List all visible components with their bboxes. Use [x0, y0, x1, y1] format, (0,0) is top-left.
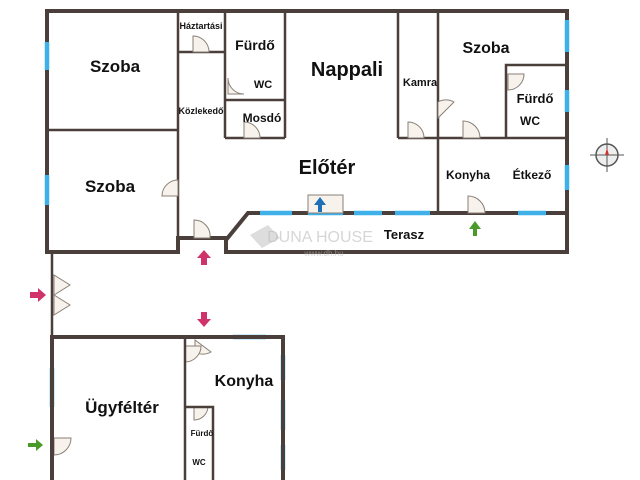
room-label: WC	[254, 79, 272, 91]
walls-lower	[50, 252, 285, 480]
room-label: Konyha	[446, 168, 490, 182]
doors	[53, 35, 525, 456]
room-label: Terasz	[384, 227, 425, 242]
room-label: WC	[520, 114, 540, 128]
entrance-arrow-icon	[314, 197, 326, 212]
room-label: Fürdő	[517, 91, 554, 106]
room-label: Kamra	[403, 77, 438, 89]
entrance-arrow-icon	[30, 288, 46, 302]
room-label: Fürdő	[191, 429, 214, 438]
room-label: Ügyféltér	[85, 398, 159, 417]
room-label: Étkező	[513, 167, 552, 182]
room-label: Szoba	[85, 177, 136, 196]
entrance-arrow-icon	[28, 439, 43, 451]
room-label: Konyha	[215, 373, 274, 390]
entrance-arrows	[28, 197, 481, 451]
room-label: Szoba	[90, 57, 141, 76]
room-label: WC	[192, 458, 206, 467]
walls-upper	[45, 9, 569, 254]
room-label: Közlekedő	[178, 106, 224, 116]
watermark-url: www.dh.hu	[303, 249, 343, 258]
room-label: Nappali	[311, 59, 383, 81]
room-labels: Szoba Szoba Háztartási Közlekedő Fürdő W…	[85, 21, 553, 467]
watermark: DUNA HOUSE www.dh.hu	[250, 225, 373, 258]
room-label: Mosdó	[243, 111, 282, 125]
room-label: Fürdő	[235, 37, 275, 53]
watermark-brand: DUNA HOUSE	[267, 229, 373, 246]
entrance-arrow-icon	[469, 221, 481, 236]
entrance-arrow-icon	[197, 312, 211, 327]
room-label: Szoba	[462, 40, 509, 57]
room-label: Előtér	[299, 157, 356, 179]
entrance-arrow-icon	[197, 250, 211, 265]
compass-icon	[590, 138, 624, 172]
room-label: Háztartási	[179, 21, 222, 31]
